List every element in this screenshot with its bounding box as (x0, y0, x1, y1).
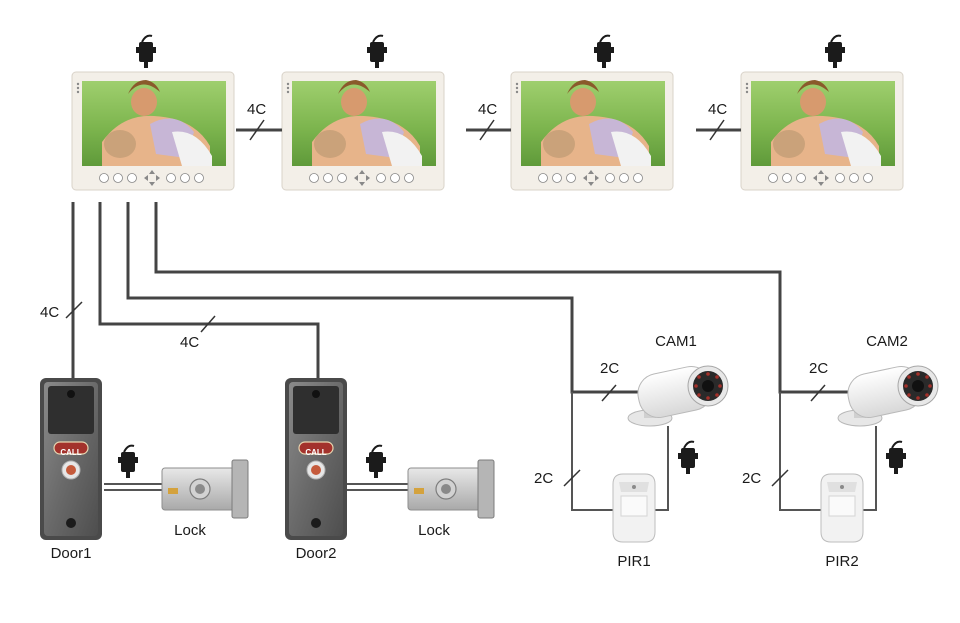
pir1-label: PIR1 (617, 553, 650, 570)
power-adapter-icon (593, 34, 615, 69)
link-label-1: 4C (247, 101, 266, 118)
pir1-wire-label: 2C (534, 470, 553, 487)
camera-2 (837, 362, 939, 427)
pir-sensor-1 (612, 473, 656, 543)
power-adapter-icon (824, 34, 846, 69)
power-adapter-icon (365, 444, 387, 479)
power-adapter-icon (117, 444, 139, 479)
power-adapter-icon (885, 440, 907, 475)
power-adapter-icon (135, 34, 157, 69)
monitor-3 (510, 71, 674, 191)
link-label-2: 4C (478, 101, 497, 118)
wiring: 4C 4C 2C 2C 2C 2C (40, 202, 877, 511)
camera-1 (627, 362, 729, 427)
door-station-2 (284, 377, 348, 541)
lock1-label: Lock (174, 522, 206, 539)
door2-label: Door2 (296, 545, 337, 562)
call-button-label: CALL (305, 448, 326, 457)
cam2-wire-label: 2C (809, 360, 828, 377)
power-adapter-icon (677, 440, 699, 475)
monitor-links: 4C 4C 4C (236, 101, 741, 141)
cam1-label: CAM1 (655, 333, 697, 350)
pir2-label: PIR2 (825, 553, 858, 570)
monitor-4 (740, 71, 904, 191)
monitor-1 (71, 71, 235, 191)
link-label-3: 4C (708, 101, 727, 118)
door1-wire-label: 4C (40, 304, 59, 321)
door2-wire-label: 4C (180, 334, 199, 351)
monitor-2 (281, 71, 445, 191)
lock-2 (407, 459, 495, 519)
cam2-label: CAM2 (866, 333, 908, 350)
lock2-label: Lock (418, 522, 450, 539)
cam1-wire-label: 2C (600, 360, 619, 377)
pir-sensor-2 (820, 473, 864, 543)
pir2-wire-label: 2C (742, 470, 761, 487)
lock-1 (161, 459, 249, 519)
door1-label: Door1 (51, 545, 92, 562)
call-button-label: CALL (60, 448, 81, 457)
power-adapter-icon (366, 34, 388, 69)
door-station-1 (39, 377, 103, 541)
